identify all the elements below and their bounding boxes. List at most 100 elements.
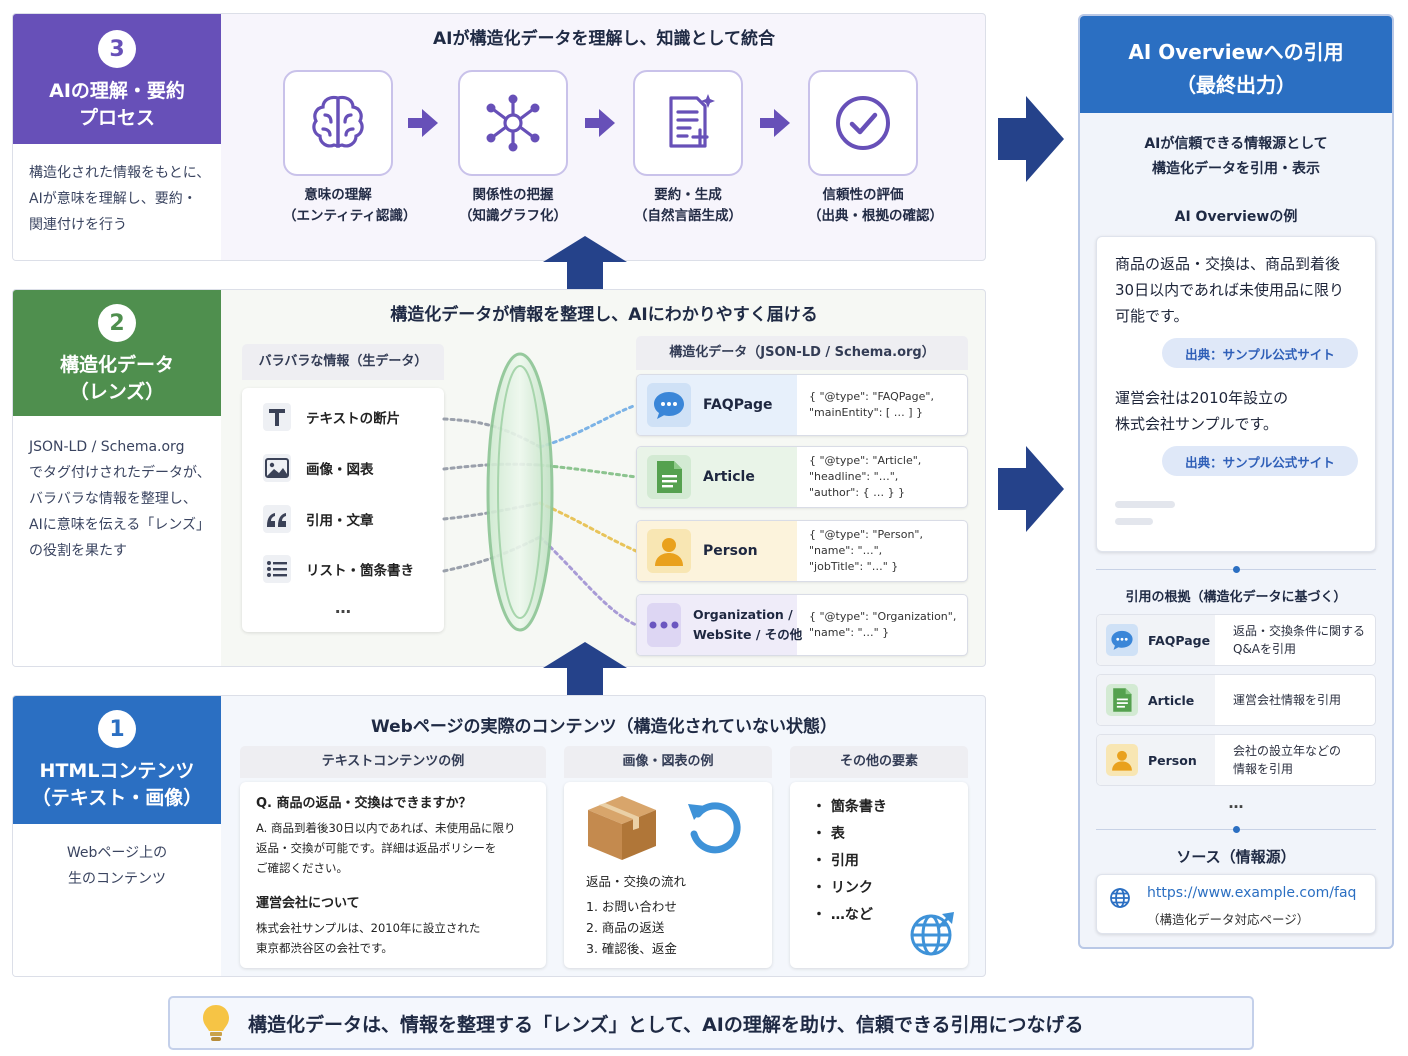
other-list-item: ・ 引用: [812, 853, 859, 869]
structured-row-faqpage: FAQPage { "@type": "FAQPage", "mainEntit…: [636, 374, 968, 436]
basis-heading: 引用の根拠（構造化データに基づく）: [1125, 590, 1347, 605]
basis-description: 運営会社情報を引用: [1233, 693, 1342, 707]
arrow-right-large-icon: [998, 96, 1064, 182]
answer-line: 30日以内であれば未使用品に限り: [1115, 281, 1344, 299]
answer-line: 運営会社は2010年設立の: [1115, 389, 1289, 407]
chat-bubble-icon: [1106, 624, 1138, 656]
arrow-right-icon: [585, 109, 615, 137]
basis-type-name: FAQPage: [1148, 632, 1211, 648]
section-1-desc-line: 生のコンテンツ: [68, 871, 166, 887]
basis-description: 返品・交換条件に関する Q&Aを引用: [1233, 624, 1366, 656]
section-1-title: HTMLコンテンツ（テキスト・画像）: [13, 758, 221, 812]
list-icon: [262, 554, 292, 584]
basis-row-article: Article 運営会社情報を引用: [1096, 674, 1376, 726]
image-example-card: 返品・交換の流れ 1. お問い合わせ 2. 商品の返送 3. 確認後、返金: [564, 782, 772, 968]
section-3-desc-line: 構造化された情報をもとに、: [29, 165, 211, 181]
faq-answer: A. 商品到着後30日以内であれば、未使用品に限り 返品・交換が可能です。詳細は…: [256, 818, 516, 878]
check-circle-icon: [808, 70, 918, 176]
raw-more-ellipsis: …: [335, 598, 351, 617]
raw-data-card: テキストの断片 画像・図表 引用・文章 リスト・箇条書き …: [242, 388, 444, 632]
section-2-title-line2: （レンズ）: [69, 381, 165, 403]
step-sublabel: （エンティティ認識）: [283, 208, 417, 224]
person-icon: [1106, 744, 1138, 776]
section-2-title-line1: 構造化データ: [59, 354, 174, 376]
other-example-heading: その他の要素: [790, 746, 968, 778]
text-icon: [262, 402, 292, 432]
step-label: 関係性の把握: [472, 187, 554, 203]
section-2-label-column: 2 構造化データ （レンズ） JSON-LD / Schema.org でタグ付け…: [13, 290, 221, 666]
document-edit-icon: [633, 70, 743, 176]
step-sublabel: （自然言語生成）: [634, 208, 742, 224]
raw-item-image: 画像・図表: [262, 453, 374, 483]
structured-row-organization: Organization / WebSite / その他 { "@type": …: [636, 594, 968, 656]
faq-question: Q. 商品の返品・交換はできますか？: [256, 796, 472, 811]
lightbulb-icon: [203, 1005, 229, 1041]
answer-2: 運営会社は2010年設立の 株式会社サンプルです。: [1115, 385, 1288, 437]
basis-type-name: Article: [1148, 692, 1195, 708]
step-meaning: 意味の理解 （エンティティ認識）: [283, 70, 417, 227]
step-sublabel: （知識グラフ化）: [459, 208, 567, 224]
section-2-badge: 2: [98, 304, 136, 342]
structured-type-name: FAQPage: [703, 397, 773, 413]
section-2-desc-line: でタグ付けされたデータが、: [29, 465, 211, 481]
image-step-line: 3. 確認後、返金: [586, 941, 677, 956]
arrow-up-icon: [543, 236, 627, 290]
section-3-desc-line: AIが意味を理解し、要約・: [29, 191, 197, 207]
basis-row-left: FAQPage: [1097, 615, 1215, 665]
image-example-heading: 画像・図表の例: [564, 746, 772, 778]
section-3-panel: 3 AIの理解・要約プロセス 構造化された情報をもとに、 AIが意味を理解し、要…: [12, 13, 986, 261]
globe-link-icon: [910, 912, 954, 956]
step-label: 信頼性の評価: [822, 187, 904, 203]
other-example-card: ・ 箇条書き ・ 表 ・ 引用 ・ リンク ・ …など: [790, 782, 968, 968]
section-3-header: 3 AIの理解・要約プロセス: [13, 14, 221, 144]
structured-row-left: FAQPage: [637, 375, 797, 435]
section-2-description: JSON-LD / Schema.org でタグ付けされたデータが、 バラバラな…: [29, 434, 211, 564]
answer-line: 商品の返品・交換は、商品到着後: [1115, 255, 1341, 273]
structured-type-name: Person: [703, 543, 758, 559]
image-steps: 1. お問い合わせ 2. 商品の返送 3. 確認後、返金: [586, 896, 677, 959]
brain-icon: [283, 70, 393, 176]
section-2-title: 構造化データ （レンズ）: [13, 352, 221, 406]
other-list-item: ・ 表: [812, 826, 845, 842]
arrow-right-large-icon: [998, 446, 1064, 532]
section-3-desc-line: 関連付けを行う: [29, 217, 127, 233]
source-citation-1[interactable]: 出典：サンプル公式サイト: [1162, 338, 1358, 368]
section-2-heading: 構造化データが情報を整理し、AIにわかりやすく届ける: [390, 305, 818, 325]
structured-type-name: Organization / WebSite / その他: [693, 605, 802, 645]
image-icon: [262, 453, 292, 483]
step-label: 要約・生成: [654, 187, 722, 203]
arrow-right-icon: [408, 109, 438, 137]
structured-data-heading: 構造化データ（JSON-LD / Schema.org）: [636, 336, 968, 370]
ai-overview-header: AI Overviewへの引用 （最終出力）: [1080, 16, 1392, 113]
text-example-heading: テキストコンテンツの例: [240, 746, 546, 778]
other-list-item: ・ リンク: [812, 880, 873, 896]
source-heading: ソース（情報源）: [1176, 848, 1296, 866]
raw-data-heading: バラバラな情報（生データ）: [242, 344, 444, 380]
raw-item-text: テキストの断片: [262, 402, 400, 432]
company-text-line: 株式会社サンプルは、2010年に設立された: [256, 921, 481, 935]
structured-row-article: Article { "@type": "Article", "headline"…: [636, 446, 968, 508]
answer-line: 可能です。: [1115, 307, 1189, 325]
source-url[interactable]: https://www.example.com/faq: [1147, 885, 1357, 901]
section-2-desc-line: AIに意味を伝える「レンズ」: [29, 517, 211, 533]
footer-banner: 構造化データは、情報を整理する「レンズ」として、AIの理解を助け、信頼できる引用…: [168, 996, 1254, 1050]
source-citation-2[interactable]: 出典：サンプル公式サイト: [1162, 446, 1358, 476]
company-heading: 運営会社について: [256, 896, 360, 911]
other-list-item: ・ …など: [812, 907, 873, 923]
source-url-card[interactable]: https://www.example.com/faq （構造化データ対応ページ…: [1096, 874, 1376, 934]
globe-icon: [1110, 888, 1130, 908]
ai-overview-subtext: AIが信頼できる情報源として 構造化データを引用・表示: [1080, 132, 1392, 182]
raw-item-list: リスト・箇条書き: [262, 554, 414, 584]
divider-dot: [1233, 826, 1240, 833]
section-1-desc-line: Webページ上の: [66, 845, 168, 861]
structured-row-left: Organization / WebSite / その他: [637, 595, 802, 655]
company-text: 株式会社サンプルは、2010年に設立された 東京都渋谷区の会社です。: [256, 918, 480, 958]
raw-item-quote: 引用・文章: [262, 504, 374, 534]
section-3-label-column: 3 AIの理解・要約プロセス 構造化された情報をもとに、 AIが意味を理解し、要…: [13, 14, 221, 260]
structured-json-code: { "@type": "FAQPage", "mainEntity": [ … …: [809, 390, 934, 419]
structured-type-name-line2: WebSite / その他: [693, 627, 803, 642]
step-summary: 要約・生成 （自然言語生成）: [633, 70, 743, 227]
faq-answer-line: 返品・交換が可能です。詳細は返品ポリシーを: [256, 841, 497, 855]
ai-overview-subtext-line: 構造化データを引用・表示: [1152, 161, 1320, 177]
image-step-line: 2. 商品の返送: [586, 920, 665, 935]
